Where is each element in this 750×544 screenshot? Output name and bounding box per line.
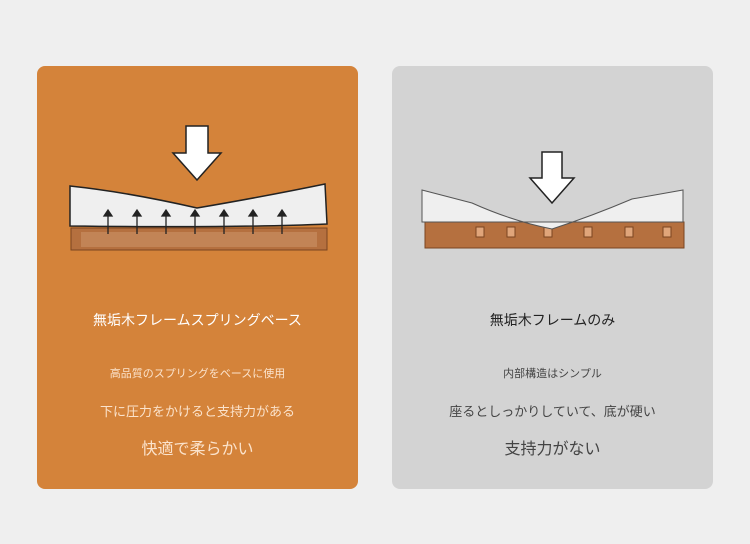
feature-line: 快適で柔らかい (141, 439, 254, 458)
wood-frame-illustration (421, 151, 685, 249)
feature-line: 座るとしっかりしていて、底が硬い (449, 405, 656, 420)
mattress (421, 189, 684, 230)
feature-line: 下に圧力をかけると支持力がある (99, 405, 295, 420)
spring-base-illustration (69, 125, 328, 251)
spring-arrows-icon (102, 208, 288, 234)
card-title: 無垢木フレームのみ (489, 313, 616, 329)
down-arrow-icon (171, 125, 223, 182)
down-arrow-icon (528, 151, 576, 205)
wood-frame-card: 無垢木フレームのみ 内部構造はシンプル 座るとしっかりしていて、底が硬い 支持力… (392, 66, 713, 489)
spring-base-card: 無垢木フレームスプリングベース 高品質のスプリングをベースに使用 下に圧力をかけ… (37, 66, 358, 489)
feature-line: 内部構造はシンプル (503, 367, 602, 380)
card-title: 無垢木フレームスプリングベース (93, 313, 302, 329)
feature-line: 支持力がない (504, 439, 601, 458)
feature-line: 高品質のスプリングをベースに使用 (109, 367, 286, 380)
wood-base (70, 227, 328, 251)
